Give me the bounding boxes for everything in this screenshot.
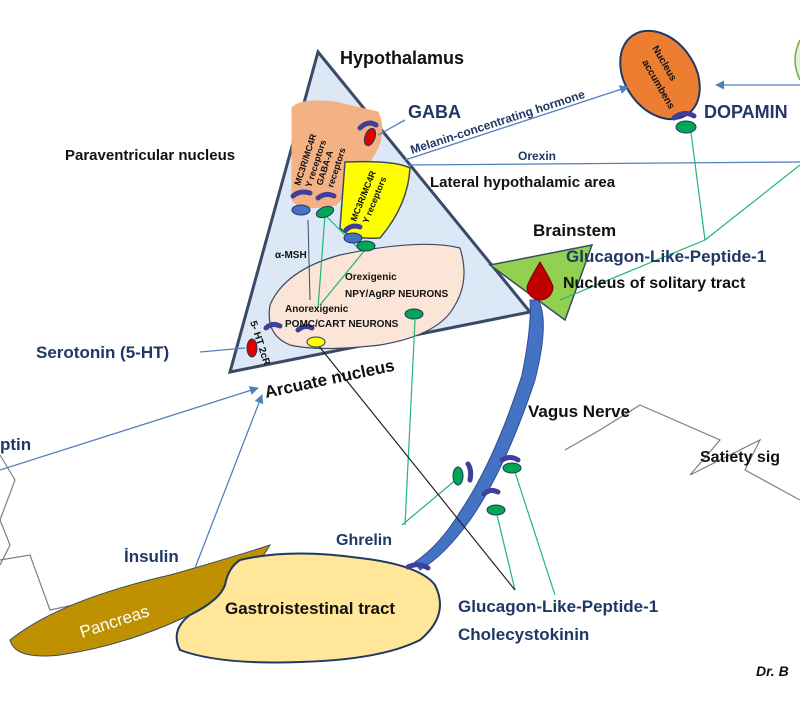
label-vagus-nerve: Vagus Nerve (528, 402, 630, 421)
pvn-receptor-green (315, 205, 335, 219)
lha-receptor-blue (343, 232, 363, 244)
lha-receptor-green (356, 240, 376, 252)
arrow-orexin (407, 161, 800, 166)
label-orexigenic-2: NPY/AgRP NEURONS (345, 289, 448, 300)
label-alpha-msh: α-MSH (275, 250, 307, 261)
label-anorexigenic-2: POMC/CART NEURONS (285, 319, 399, 330)
nucleus-accumbens (619, 29, 701, 121)
leptin-bracket (0, 454, 16, 566)
solitary-tract-drop (526, 261, 554, 301)
vagus-receptor-green-1 (452, 466, 464, 486)
label-author: Dr. B (756, 663, 789, 679)
gaba-receptor (363, 127, 377, 147)
label-anorexigenic-1: Anorexigenic (285, 304, 349, 315)
label-glp1-top: Glucagon-Like-Peptide-1 (566, 247, 766, 266)
label-glp1-bottom: Glucagon-Like-Peptide-1 (458, 597, 658, 616)
accumbens-receptor-green (675, 120, 697, 134)
gastrointestinal-tract (175, 552, 441, 664)
line-serotonin (199, 347, 246, 353)
label-insulin: İnsulin (124, 547, 179, 566)
label-brainstem: Brainstem (533, 221, 616, 240)
label-nucleus-solitary-tract: Nucleus of solitary tract (563, 275, 746, 292)
label-paraventricular-nucleus: Paraventricular nucleus (65, 147, 235, 164)
arrow-melanin-concentrating-hormone (404, 85, 629, 161)
npy-receptor-green (404, 308, 424, 320)
label-satiety-signals: Satiety sig (700, 449, 780, 466)
reward-structure-edge (794, 39, 800, 81)
label-serotonin: Serotonin (5-HT) (36, 343, 169, 362)
arrow-insulin (194, 394, 264, 569)
arrow-leptin (0, 386, 259, 471)
line-cholecystokinin (317, 344, 516, 591)
green-connections (317, 124, 800, 596)
vagus-receptor-green-3 (486, 504, 506, 516)
vagus-receptor-green-2 (502, 462, 522, 474)
label-dopamine: DOPAMIN (704, 102, 788, 122)
label-orexin: Orexin (518, 149, 556, 163)
pvn-receptor-blue (291, 204, 311, 216)
vagus-nerve (414, 299, 544, 571)
label-orexigenic-1: Orexigenic (345, 272, 397, 283)
pomc-receptor-yellow (306, 336, 326, 348)
label-gaba: GABA (408, 102, 461, 122)
line-gaba (377, 119, 406, 136)
label-ghrelin: Ghrelin (336, 532, 392, 549)
receptors-purple (263, 110, 697, 571)
line-alpha-msh (307, 219, 311, 301)
satiety-bracket (564, 404, 800, 501)
serotonin-receptor (246, 338, 258, 358)
label-hypothalamus: Hypothalamus (340, 48, 464, 68)
label-lateral-hypothalamic-area: Lateral hypothalamic area (430, 174, 616, 191)
label-gastrointestinal-tract: Gastroistestinal tract (225, 599, 395, 618)
label-leptin: ptin (0, 435, 31, 454)
label-cholecystokinin: Cholecystokinin (458, 625, 589, 644)
